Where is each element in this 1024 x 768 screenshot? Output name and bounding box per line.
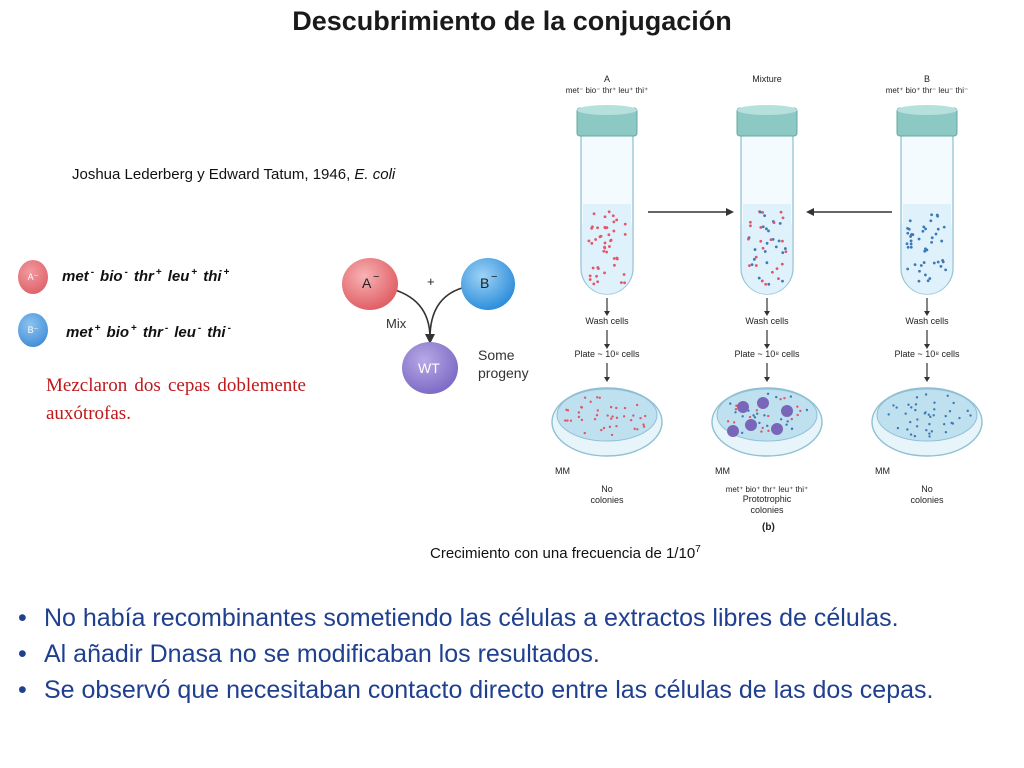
bullet-item: •No había recombinantes sometiendo las c… (18, 600, 1014, 636)
wash-label: Wash cells (905, 316, 949, 326)
svg-text:−: − (491, 271, 497, 283)
strain-a-icon-label: A⁻ (27, 271, 39, 282)
gene-leu: leu- (174, 323, 202, 341)
result-label-2: colonies (910, 495, 944, 505)
bullet-dot: • (18, 676, 27, 704)
cell-a (342, 258, 398, 310)
bullet-dot: • (18, 640, 27, 668)
column-header: B (924, 74, 930, 84)
authors-text: Joshua Lederberg y Edward Tatum, 1946, (72, 166, 351, 183)
prototrophic-colony (781, 405, 793, 417)
auxotroph-note: Mezclaron dos cepas doblemente auxótrofa… (46, 375, 306, 424)
progeny-label-1: Some (478, 347, 515, 363)
medium-label: MM (715, 466, 730, 476)
gene-met: met+ (66, 323, 101, 341)
progeny-label-2: progeny (478, 365, 529, 381)
prototrophic-colony (771, 423, 783, 435)
bullet-list: •No había recombinantes sometiendo las c… (18, 600, 1014, 708)
cross-line-b (429, 287, 463, 339)
column-header: Mixture (752, 74, 782, 84)
strain-a-icon: A⁻ (18, 260, 48, 294)
cell-wt (402, 342, 458, 394)
result-label-1: No (921, 484, 933, 494)
gene-bio: bio- (100, 267, 128, 285)
cell-a-label: A (362, 275, 372, 291)
column-header: A (604, 74, 610, 84)
medium-label: MM (875, 466, 890, 476)
bullet-item: •Se observó que necesitaban contacto dir… (18, 672, 1014, 708)
plate-label: Plate ~ 10⁸ cells (734, 349, 800, 359)
prototrophic-colony (757, 397, 769, 409)
gene-thr: thr- (142, 323, 169, 341)
gene-thi: thi+ (203, 267, 230, 285)
slide-title: Descubrimiento de la conjugación (292, 6, 732, 36)
subtitle: Joshua Lederberg y Edward Tatum, 1946, E… (72, 166, 395, 183)
plus-sign: + (427, 274, 435, 289)
column-genotype: met⁺ bio⁺ thr⁻ leu⁻ thi⁻ (886, 86, 968, 95)
gene-thr: thr+ (133, 267, 162, 285)
panel-label: (b) (762, 522, 775, 533)
plate-label: Plate ~ 10⁸ cells (894, 349, 960, 359)
result-label-1: No (601, 484, 613, 494)
prototrophic-colony (737, 401, 749, 413)
plate-label: Plate ~ 10⁸ cells (574, 349, 640, 359)
result-genotype: met⁺ bio⁺ thr⁺ leu⁺ thi⁺ (726, 485, 808, 494)
strain-b-icon-label: B⁻ (27, 324, 39, 335)
gene-bio: bio+ (106, 323, 137, 341)
result-label-2: colonies (590, 495, 624, 505)
cross-diagram: A − B − + Mix WT Some progeny (342, 258, 529, 394)
column-genotype: met⁻ bio⁻ thr⁺ leu⁺ thi⁺ (566, 86, 648, 95)
strain-b-icon: B⁻ (18, 313, 48, 347)
result-label-1: Prototrophic (743, 494, 792, 504)
medium-label: MM (555, 466, 570, 476)
cell-wt-label: WT (418, 360, 440, 376)
cell-b-label: B (480, 275, 489, 291)
strain-b-genotype: met+ bio+ thr-leu-thi- (66, 323, 237, 341)
prototrophic-colony (727, 425, 739, 437)
cell-b (461, 258, 515, 310)
bullet-dot: • (18, 604, 27, 632)
gene-met: met- (62, 267, 95, 285)
species-text: E. coli (354, 166, 396, 183)
strain-a-genotype: met-bio-thr+ leu+ thi+ (62, 267, 235, 285)
wash-label: Wash cells (585, 316, 629, 326)
mix-label: Mix (386, 316, 407, 331)
gene-thi: thi- (207, 323, 231, 341)
cross-arrowhead (425, 334, 435, 344)
bullet-item: •Al añadir Dnasa no se modificaban los r… (18, 636, 1014, 672)
growth-caption: Crecimiento con una frecuencia de 1/107 (430, 544, 701, 562)
wash-label: Wash cells (745, 316, 789, 326)
svg-text:−: − (373, 271, 379, 283)
prototrophic-colony (745, 419, 757, 431)
result-label-2: colonies (750, 505, 784, 515)
gene-leu: leu+ (167, 267, 198, 285)
